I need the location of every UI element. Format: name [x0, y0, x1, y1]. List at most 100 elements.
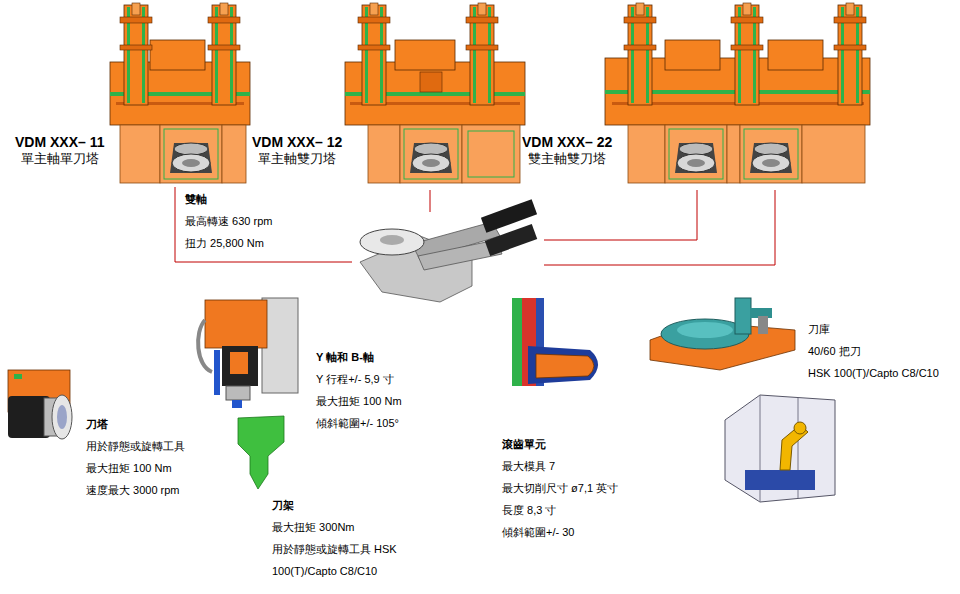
hob-cutter: [536, 354, 594, 378]
machine-illustration: [110, 3, 250, 183]
spec-text: 最高轉速 630 rpm: [185, 210, 272, 232]
component-title: 刀架: [272, 494, 294, 516]
spindle-table: [360, 229, 424, 255]
machine-base: [462, 125, 520, 183]
machine-slide: [395, 40, 455, 70]
spec-text: 用於靜態或旋轉工具: [86, 435, 185, 457]
robot-base: [745, 470, 815, 490]
text-group: 雙軸最高轉速 630 rpm扭力 25,800 Nm: [185, 188, 272, 254]
machine-column: [624, 3, 656, 105]
machine-illustration: [605, 3, 870, 183]
machine-stripe: [468, 131, 514, 177]
component-title: 滾齒單元: [502, 433, 546, 455]
machine-slide: [768, 40, 823, 70]
spec-text: 速度最大 3000 rpm: [86, 479, 180, 501]
spec-text: 單主軸雙刀塔: [258, 151, 336, 167]
spec-text: 單主軸單刀塔: [21, 151, 99, 167]
component-node: VDM XXX– 12單主軸雙刀塔: [252, 5, 530, 190]
connector-line: [544, 190, 697, 240]
component-node: VDM XXX– 22雙主軸雙刀塔: [522, 5, 875, 190]
hob-sleeve: [528, 346, 598, 384]
turret-disc: [52, 395, 72, 439]
spec-text: HSK 100(T)/Capto C8/C10: [808, 362, 939, 384]
turret-mark: [14, 374, 22, 379]
machine-base: [222, 125, 246, 183]
machine-chuck: [400, 125, 462, 183]
machine-base: [120, 125, 160, 183]
machine-base: [368, 125, 400, 183]
magazine-carousel: [677, 322, 733, 338]
tool-holder-illustration: [238, 416, 284, 489]
machine-column: [358, 3, 390, 105]
yb-axis-illustration: [198, 298, 298, 408]
component-title: 雙軸: [185, 188, 207, 210]
spec-text: 最大切削尺寸 ø7,1 英寸: [502, 477, 618, 499]
text-group: 刀庫40/60 把刀HSK 100(T)/Capto C8/C10: [806, 316, 941, 386]
magazine-tower: [735, 298, 751, 334]
robot-cell-illustration: [725, 395, 835, 502]
magazine-arm: [758, 316, 768, 334]
text-group: VDM XXX– 11單主軸單刀塔: [15, 133, 105, 167]
machine-illustration: [345, 3, 525, 183]
machine-chuck: [740, 125, 802, 183]
connector-line: [430, 190, 431, 212]
turret-disc: [57, 405, 67, 429]
spec-text: 最大扭矩 100 Nm: [86, 457, 172, 479]
spec-text: 40/60 把刀: [808, 340, 861, 362]
text-group: VDM XXX– 12單主軸雙刀塔: [252, 133, 342, 167]
machine-base: [628, 125, 665, 183]
robot-cage: [725, 395, 835, 502]
connector-line: [544, 190, 775, 265]
text-group: 刀塔用於靜態或旋轉工具最大扭矩 100 Nm速度最大 3000 rpm: [84, 411, 187, 503]
spec-text: 雙主軸雙刀塔: [528, 151, 606, 167]
machine-column: [120, 3, 152, 105]
axis-body: [222, 346, 258, 386]
machine-slide: [665, 40, 720, 70]
axis-part: [214, 350, 220, 395]
axis-part: [230, 352, 248, 374]
machine-base: [727, 125, 740, 183]
component-title: VDM XXX– 22: [522, 133, 612, 151]
machine-column: [466, 3, 498, 105]
component-title: VDM XXX– 11: [15, 133, 105, 151]
machine-column: [834, 3, 866, 105]
component-title: Y 軸和 B-軸: [316, 346, 374, 368]
component-title: VDM XXX– 12: [252, 133, 342, 151]
component-node: 雙軸最高轉速 630 rpm扭力 25,800 Nm: [352, 212, 544, 305]
hob-plate: [512, 298, 522, 386]
spec-text: 扭力 25,800 Nm: [185, 232, 264, 254]
axis-hose: [198, 320, 212, 372]
component-node: Y 軸和 B-軸Y 行程+/- 5,9 寸最大扭矩 100 Nm傾斜範圍+/- …: [314, 344, 404, 436]
component-title: 刀塔: [86, 413, 108, 435]
spec-text: Y 行程+/- 5,9 寸: [316, 368, 394, 390]
machine-slide: [420, 72, 442, 92]
spindle-illustration: [360, 199, 537, 302]
turret-illustration: [8, 370, 72, 439]
spec-text: 傾斜範圍+/- 30: [502, 521, 574, 543]
machine-chuck: [665, 125, 727, 183]
machine-chuck: [160, 125, 222, 183]
component-title: 刀庫: [808, 318, 830, 340]
spec-text: 最大扭矩 100 Nm: [316, 390, 402, 412]
spec-text: 長度 8,3 寸: [502, 499, 556, 521]
component-node: 刀塔用於靜態或旋轉工具最大扭矩 100 Nm速度最大 3000 rpm: [84, 411, 187, 503]
spec-text: 用於靜態或旋轉工具 HSK 100(T)/Capto C8/C10: [272, 538, 412, 582]
component-node: VDM XXX– 11單主軸單刀塔: [10, 5, 255, 187]
machine-column: [731, 3, 763, 105]
text-group: VDM XXX– 22雙主軸雙刀塔: [522, 133, 612, 167]
tool-magazine-illustration: [650, 298, 795, 370]
robot-joint: [794, 422, 806, 434]
text-group: 滾齒單元最大模具 7最大切削尺寸 ø7,1 英寸長度 8,3 寸傾斜範圍+/- …: [500, 431, 621, 545]
text-group: Y 軸和 B-軸Y 行程+/- 5,9 寸最大扭矩 100 Nm傾斜範圍+/- …: [314, 344, 404, 436]
machine-column: [208, 3, 240, 105]
spec-text: 最大扭矩 300Nm: [272, 516, 355, 538]
machine-slide: [150, 40, 205, 70]
connector-line: [175, 187, 352, 262]
machine-base: [802, 125, 865, 183]
spindle-table: [380, 235, 404, 245]
text-group: 刀架最大扭矩 300Nm用於靜態或旋轉工具 HSK 100(T)/Capto C…: [270, 492, 414, 584]
axis-part: [232, 400, 242, 408]
hobbing-illustration: [512, 298, 598, 386]
